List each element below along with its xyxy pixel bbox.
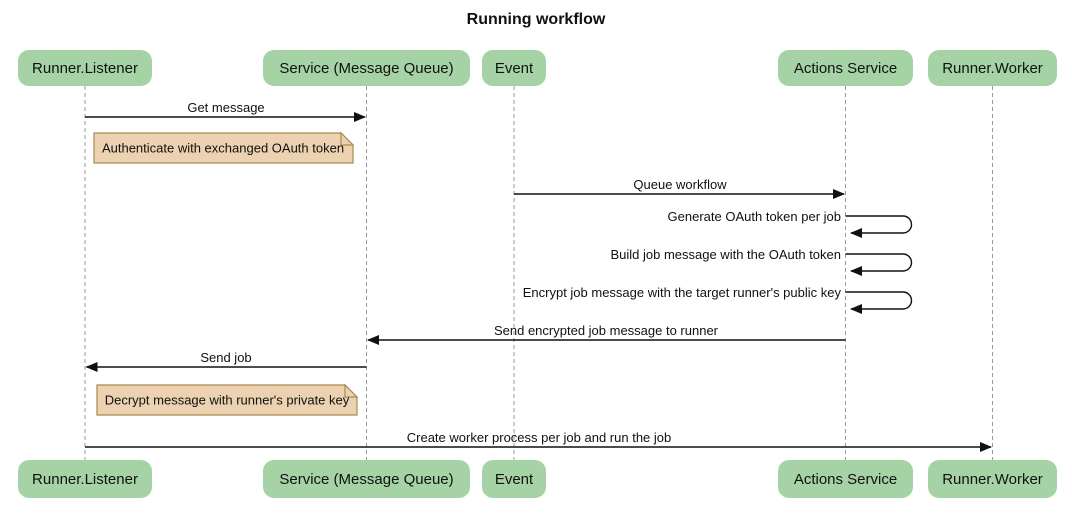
- self-arrow-generate-oauth-token: [845, 215, 913, 238]
- participant-bottom-actions-service: Actions Service: [778, 460, 913, 498]
- note-authenticate-shape: [93, 132, 354, 164]
- participant-bottom-runner-worker: Runner.Worker: [928, 460, 1057, 498]
- note-authenticate-fold: [340, 131, 355, 146]
- message-label-create-worker-process: Create worker process per job and run th…: [406, 430, 672, 445]
- diagram-title: Running workflow: [466, 11, 606, 28]
- note-decrypt-shape: [96, 384, 358, 416]
- message-label-get-message: Get message: [187, 100, 265, 115]
- message-label-generate-oauth-token: Generate OAuth token per job: [667, 209, 841, 224]
- note-shapes: [93, 131, 359, 416]
- participant-bottom-service-message-queue: Service (Message Queue): [263, 460, 470, 498]
- note-label-authenticate: Authenticate with exchanged OAuth token: [101, 140, 345, 156]
- message-label-send-job: Send job: [200, 350, 252, 365]
- message-arrows: [85, 112, 992, 452]
- lifelines: [84, 86, 993, 460]
- participant-top-runner-worker: Runner.Worker: [928, 50, 1057, 86]
- participant-top-actions-service: Actions Service: [778, 50, 913, 86]
- message-label-encrypt-job-message: Encrypt job message with the target runn…: [522, 285, 841, 300]
- participant-bottom-runner-listener: Runner.Listener: [18, 460, 152, 498]
- note-decrypt-fold: [344, 383, 359, 398]
- message-label-queue-workflow: Queue workflow: [633, 177, 727, 192]
- self-arrow-encrypt-job-message: [845, 291, 913, 314]
- participant-top-event: Event: [482, 50, 546, 86]
- participant-top-service-message-queue: Service (Message Queue): [263, 50, 470, 86]
- note-label-decrypt: Decrypt message with runner's private ke…: [104, 392, 350, 408]
- message-label-send-encrypted-job-message: Send encrypted job message to runner: [493, 323, 719, 338]
- participant-bottom-event: Event: [482, 460, 546, 498]
- self-arrow-build-job-message: [845, 253, 913, 276]
- message-label-build-job-message: Build job message with the OAuth token: [610, 247, 841, 262]
- participant-top-runner-listener: Runner.Listener: [18, 50, 152, 86]
